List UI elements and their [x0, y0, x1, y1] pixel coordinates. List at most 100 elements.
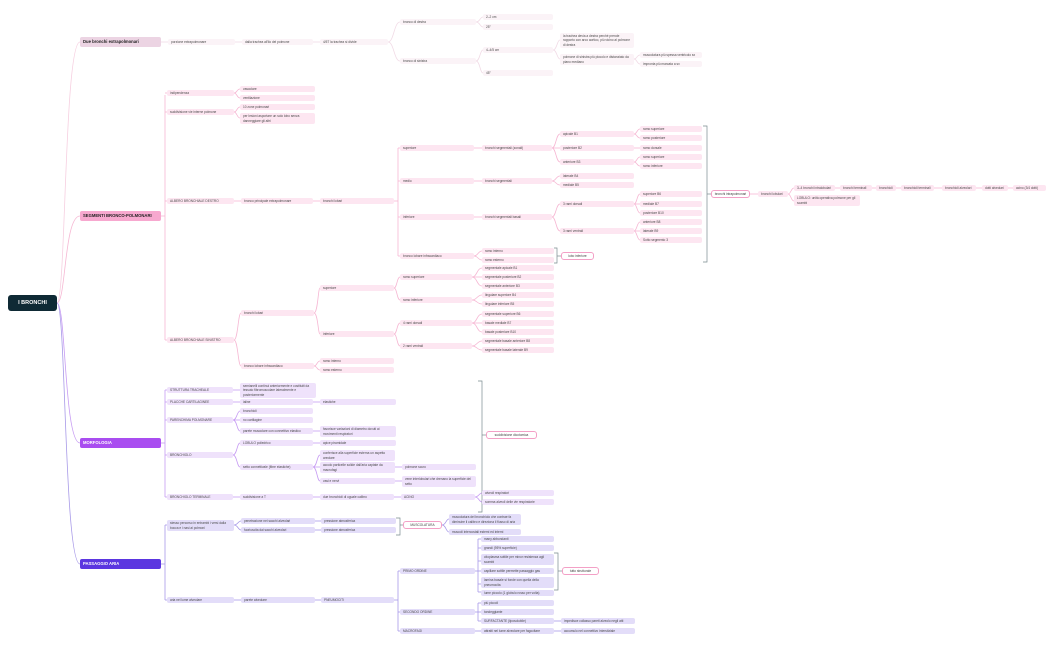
- node[interactable]: bronco principale extrapolmonare: [241, 198, 313, 204]
- node[interactable]: elastiche: [320, 399, 396, 405]
- node[interactable]: muscolatura del bronchiolo che contrae f…: [449, 514, 521, 525]
- node[interactable]: apice piramidale: [320, 440, 396, 446]
- node[interactable]: ramo esterno: [320, 367, 394, 373]
- node-albero-sinistro[interactable]: ALBERO BRONCHIALE SINISTRO: [167, 337, 234, 343]
- node[interactable]: 2 rami ventrali: [400, 343, 472, 349]
- node[interactable]: acino (3/4 dotti): [1013, 185, 1046, 191]
- node[interactable]: vene interlobulari che drenano la superf…: [402, 476, 476, 487]
- node[interactable]: polmone di sinistra più piccolo e distan…: [560, 54, 634, 65]
- node[interactable]: LOBULO poliedrico: [240, 440, 313, 446]
- node[interactable]: ramo superiore: [640, 154, 702, 160]
- node[interactable]: stesso percorso in entrambi i versi dall…: [167, 520, 234, 531]
- node[interactable]: la trachea devia a destra perché prende …: [560, 33, 634, 48]
- main-node-passaggio-aria[interactable]: PASSAGGIO ARIA: [80, 559, 161, 569]
- node[interactable]: LOBULO: unità operativa polmone per gli …: [794, 195, 860, 206]
- node[interactable]: per lesioni asportare un solo lobo senza…: [240, 113, 315, 124]
- node[interactable]: posteriore B10: [640, 210, 702, 216]
- node[interactable]: ialine: [240, 399, 313, 405]
- node[interactable]: bronchi lobari: [320, 198, 394, 204]
- node[interactable]: penetrazione nei sacchi alveolari: [241, 518, 315, 524]
- node[interactable]: semianelli continui anteriormente e cost…: [240, 383, 316, 398]
- node[interactable]: mediale B7: [640, 201, 702, 207]
- node[interactable]: apicale B1: [560, 131, 634, 137]
- node[interactable]: bronchioli: [876, 185, 896, 191]
- main-node-extrapolmonari[interactable]: Due bronchi extrapolmonari: [80, 37, 161, 47]
- node[interactable]: segmentale posteriore B2: [482, 274, 554, 280]
- node[interactable]: posteriore B2: [560, 145, 634, 151]
- node[interactable]: bronchi segmentali: [482, 178, 552, 184]
- node[interactable]: bronchi lobulari: [758, 191, 788, 197]
- node[interactable]: grandi (95% superficie): [481, 545, 554, 551]
- node[interactable]: basale mediale B7: [482, 320, 554, 326]
- node[interactable]: setto connettivale (fibre elastiche): [240, 464, 313, 470]
- node[interactable]: pressione atmosferica: [321, 527, 396, 533]
- node[interactable]: dotti alveolari: [982, 185, 1008, 191]
- node[interactable]: laterale B4: [560, 173, 634, 179]
- node[interactable]: Sotto segmento 3: [640, 237, 702, 243]
- summary-suddivisione-dicotomica[interactable]: suddivisione dicotomica: [486, 431, 537, 439]
- node[interactable]: ramo interno: [482, 248, 554, 254]
- node[interactable]: polmone scuro: [402, 464, 476, 470]
- node[interactable]: ventilazione: [240, 95, 315, 101]
- node[interactable]: favorisce variazioni di diametro dovuti …: [320, 426, 396, 437]
- node[interactable]: parete alveolare: [241, 597, 315, 603]
- node[interactable]: ramo inferiore: [640, 163, 702, 169]
- node[interactable]: dalla trachea all'ilo del polmone: [242, 39, 313, 45]
- node[interactable]: 4 rami dorsali: [400, 320, 472, 326]
- node[interactable]: attratti nel lume alveolare per fagocita…: [481, 628, 554, 634]
- node[interactable]: superiore: [320, 285, 394, 291]
- node[interactable]: bronchi segmentali basali: [482, 214, 552, 220]
- node[interactable]: vascolare: [240, 86, 315, 92]
- node[interactable]: suddivisione vie interne polmone: [167, 109, 234, 115]
- summary-bronchi-intrapolmonari[interactable]: bronchi intrapolmonari: [711, 190, 750, 198]
- node[interactable]: basale posteriore B10: [482, 329, 554, 335]
- node[interactable]: 3 rami ventrali: [560, 228, 634, 234]
- node[interactable]: muscolatura più spessa ventricolo sx: [640, 52, 702, 58]
- main-node-morfologia[interactable]: MORFOLOGIA: [80, 438, 161, 448]
- node[interactable]: inferiore: [320, 331, 394, 337]
- node[interactable]: ACINO: [401, 494, 475, 500]
- node[interactable]: superiore: [400, 145, 474, 151]
- node[interactable]: bronchioli: [240, 408, 313, 414]
- node[interactable]: somma alveoli delle vie respiratorie: [482, 499, 554, 505]
- summary-tutto-strutturale[interactable]: tutto strutturale: [562, 567, 599, 575]
- node[interactable]: PLACCHE CARTILAGINEE: [167, 399, 233, 405]
- node[interactable]: bronchioli alveolari: [942, 185, 976, 191]
- node[interactable]: BRONCHIOLO TERMINALE: [167, 494, 233, 500]
- node[interactable]: lamina basale si fonde con quella della …: [481, 577, 554, 588]
- node[interactable]: laterale B9: [640, 228, 702, 234]
- node[interactable]: inferiore: [400, 214, 474, 220]
- node[interactable]: anteriore B8: [640, 219, 702, 225]
- node[interactable]: bronco lobare infracardiaco: [241, 363, 314, 369]
- node[interactable]: mediale B5: [560, 182, 634, 188]
- node[interactable]: porzione extrapolmonare: [168, 39, 235, 45]
- node[interactable]: ramo dorsale: [640, 145, 702, 151]
- node[interactable]: 3–4 bronchi intralobulari: [794, 185, 835, 191]
- node[interactable]: indipendenza: [167, 90, 234, 96]
- node[interactable]: bronchi segmentali (zonali): [482, 145, 552, 151]
- node[interactable]: due bronchioli di uguale calibro: [320, 494, 394, 500]
- node[interactable]: BRONCHIOLO: [167, 452, 233, 458]
- node[interactable]: segmentale basale laterale B9: [482, 347, 554, 353]
- node[interactable]: PRIMO ORDINE: [400, 568, 475, 574]
- node[interactable]: impronta più marcata a sx: [640, 61, 702, 67]
- node[interactable]: superiore B6: [640, 191, 702, 197]
- root-node[interactable]: I BRONCHI: [8, 295, 57, 311]
- node[interactable]: parete muscolare con connettivo elastico: [240, 428, 313, 434]
- node[interactable]: conferisce alla superficie esterna un as…: [320, 450, 395, 461]
- node[interactable]: accumulo nel connettivo interstiziale: [561, 628, 635, 634]
- node[interactable]: più piccoli: [481, 600, 554, 606]
- node[interactable]: segmentale basale anteriore B8: [482, 338, 554, 344]
- node[interactable]: anteriore B3: [560, 159, 634, 165]
- node[interactable]: MACROFAGI: [400, 628, 475, 634]
- node[interactable]: 25°: [483, 24, 553, 30]
- node[interactable]: citoplasma sottile per minor resistenza …: [481, 554, 554, 565]
- node[interactable]: STRUTTURA TRACHEALE: [167, 387, 233, 393]
- node[interactable]: SECONDO ORDINE: [400, 609, 475, 615]
- node[interactable]: alveoli respiratori: [482, 490, 554, 496]
- node[interactable]: lume piccolo (1 globulo rosso per volta): [481, 590, 554, 596]
- node[interactable]: ramo superiore: [400, 274, 472, 280]
- node[interactable]: no cartilagine: [240, 417, 313, 423]
- node[interactable]: 45°: [483, 70, 553, 76]
- node[interactable]: PNEUMOCITI: [321, 597, 394, 603]
